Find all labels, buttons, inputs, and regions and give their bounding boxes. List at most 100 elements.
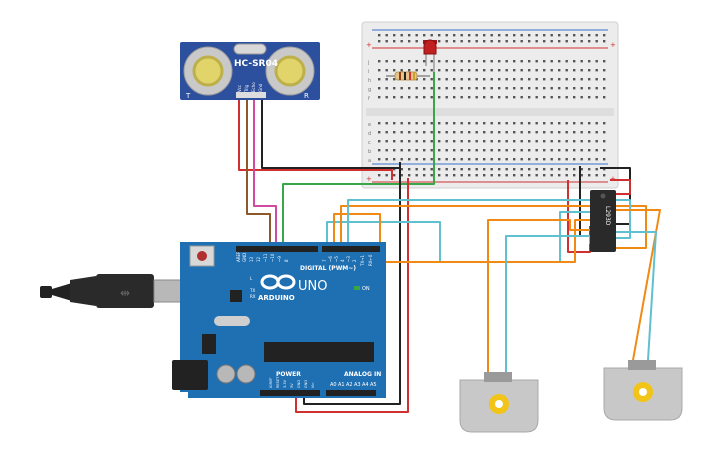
driver-label: L293D	[604, 206, 611, 226]
wire-sensor-trig[interactable]	[246, 100, 271, 246]
breadboard-hole	[468, 149, 471, 152]
breadboard-hole	[430, 149, 433, 152]
breadboard-hole	[513, 149, 516, 152]
breadboard-hole	[490, 60, 493, 63]
breadboard-hole	[498, 34, 501, 37]
breadboard-hole	[603, 34, 606, 37]
breadboard-hole	[385, 174, 388, 177]
wire-motor2-b[interactable]	[616, 231, 657, 361]
breadboard-hole	[408, 96, 411, 99]
breadboard-hole	[558, 149, 561, 152]
breadboard-hole	[423, 87, 426, 90]
breadboard-hole	[505, 96, 508, 99]
breadboard-hole	[445, 149, 448, 152]
breadboard-hole	[543, 174, 546, 177]
breadboard-hole	[528, 78, 531, 81]
breadboard-hole	[558, 174, 561, 177]
breadboard-hole	[505, 60, 508, 63]
arduino-uno[interactable]: ARDUINO UNO DIGITAL (PWM~) ANALOG IN POW…	[172, 242, 386, 398]
motor-driver-chip[interactable]: L293D	[590, 190, 616, 252]
row-letter: e	[368, 122, 371, 128]
breadboard-hole	[535, 158, 538, 161]
tx-label: TX	[249, 288, 255, 293]
wire-5v[interactable]	[295, 178, 409, 413]
pin-label: Vin	[311, 382, 315, 388]
wire-sensor-echo[interactable]	[253, 100, 277, 246]
breadboard-hole	[603, 168, 606, 171]
breadboard-hole	[475, 140, 478, 143]
wire-ctrl-4[interactable]	[347, 199, 631, 246]
sensor-pin-echo: Echo	[251, 82, 256, 92]
breadboard-hole	[438, 69, 441, 72]
breadboard-hole	[520, 96, 523, 99]
breadboard-hole	[505, 140, 508, 143]
breadboard-hole	[415, 140, 418, 143]
breadboard-hole	[573, 40, 576, 43]
pin-label: AREF	[236, 251, 241, 262]
breadboard-hole	[558, 40, 561, 43]
breadboard-hole	[408, 40, 411, 43]
breadboard-hole	[528, 140, 531, 143]
row-letter: d	[368, 131, 371, 137]
breadboard-hole	[415, 131, 418, 134]
breadboard-hole	[528, 174, 531, 177]
breadboard-hole	[430, 174, 433, 177]
breadboard-hole	[430, 168, 433, 171]
breadboard-hole	[483, 158, 486, 161]
breadboard-hole	[603, 78, 606, 81]
breadboard-hole	[430, 60, 433, 63]
breadboard-hole	[535, 122, 538, 125]
breadboard-hole	[423, 131, 426, 134]
wire-rail-red-right[interactable]	[610, 179, 631, 195]
breadboard-hole	[520, 34, 523, 37]
ultrasonic-sensor[interactable]: HC-SR04 T R Vcc Trig Echo Gnd	[180, 42, 320, 100]
breadboard-hole	[430, 158, 433, 161]
breadboard-hole	[498, 69, 501, 72]
wire-ctrl-3[interactable]	[340, 205, 647, 249]
breadboard-hole	[438, 122, 441, 125]
wire-motor1-a[interactable]	[487, 219, 590, 372]
pin-label: ~10	[270, 253, 275, 262]
breadboard-hole	[505, 122, 508, 125]
wire-rail-black-right[interactable]	[600, 167, 631, 225]
breadboard-hole	[445, 122, 448, 125]
wire-sensor-vcc[interactable]	[238, 100, 393, 180]
breadboard-hole	[565, 40, 568, 43]
breadboard-hole	[513, 96, 516, 99]
breadboard-hole	[505, 69, 508, 72]
breadboard-hole	[378, 40, 381, 43]
breadboard-hole	[580, 78, 583, 81]
breadboard-hole	[595, 69, 598, 72]
breadboard-hole	[535, 168, 538, 171]
breadboard-hole	[580, 158, 583, 161]
breadboard-hole	[460, 96, 463, 99]
breadboard-hole	[460, 87, 463, 90]
dc-motor-left[interactable]	[459, 372, 539, 433]
led[interactable]	[423, 39, 437, 72]
resistor[interactable]	[386, 71, 430, 81]
wire-sensor-gnd[interactable]	[261, 100, 401, 169]
breadboard-hole	[408, 168, 411, 171]
breadboard-hole	[520, 131, 523, 134]
breadboard-hole	[453, 131, 456, 134]
breadboard-hole	[603, 40, 606, 43]
breadboard-hole	[453, 69, 456, 72]
wire-motor1-b[interactable]	[505, 235, 591, 372]
breadboard-hole	[385, 34, 388, 37]
breadboard-hole	[550, 96, 553, 99]
breadboard-hole	[573, 174, 576, 177]
row-letter: f	[368, 96, 370, 102]
dc-motor-right[interactable]	[603, 360, 683, 421]
wire-motor2-a[interactable]	[616, 209, 661, 361]
usb-cable[interactable]: ⇹	[40, 274, 199, 308]
breadboard-hole	[445, 96, 448, 99]
breadboard-hole	[483, 40, 486, 43]
breadboard-hole	[453, 158, 456, 161]
breadboard-hole	[490, 140, 493, 143]
row-letter: j	[367, 60, 369, 66]
breadboard-hole	[423, 158, 426, 161]
breadboard-hole	[550, 149, 553, 152]
breadboard-hole	[588, 158, 591, 161]
wire-led[interactable]	[282, 72, 435, 246]
breadboard-hole	[445, 87, 448, 90]
